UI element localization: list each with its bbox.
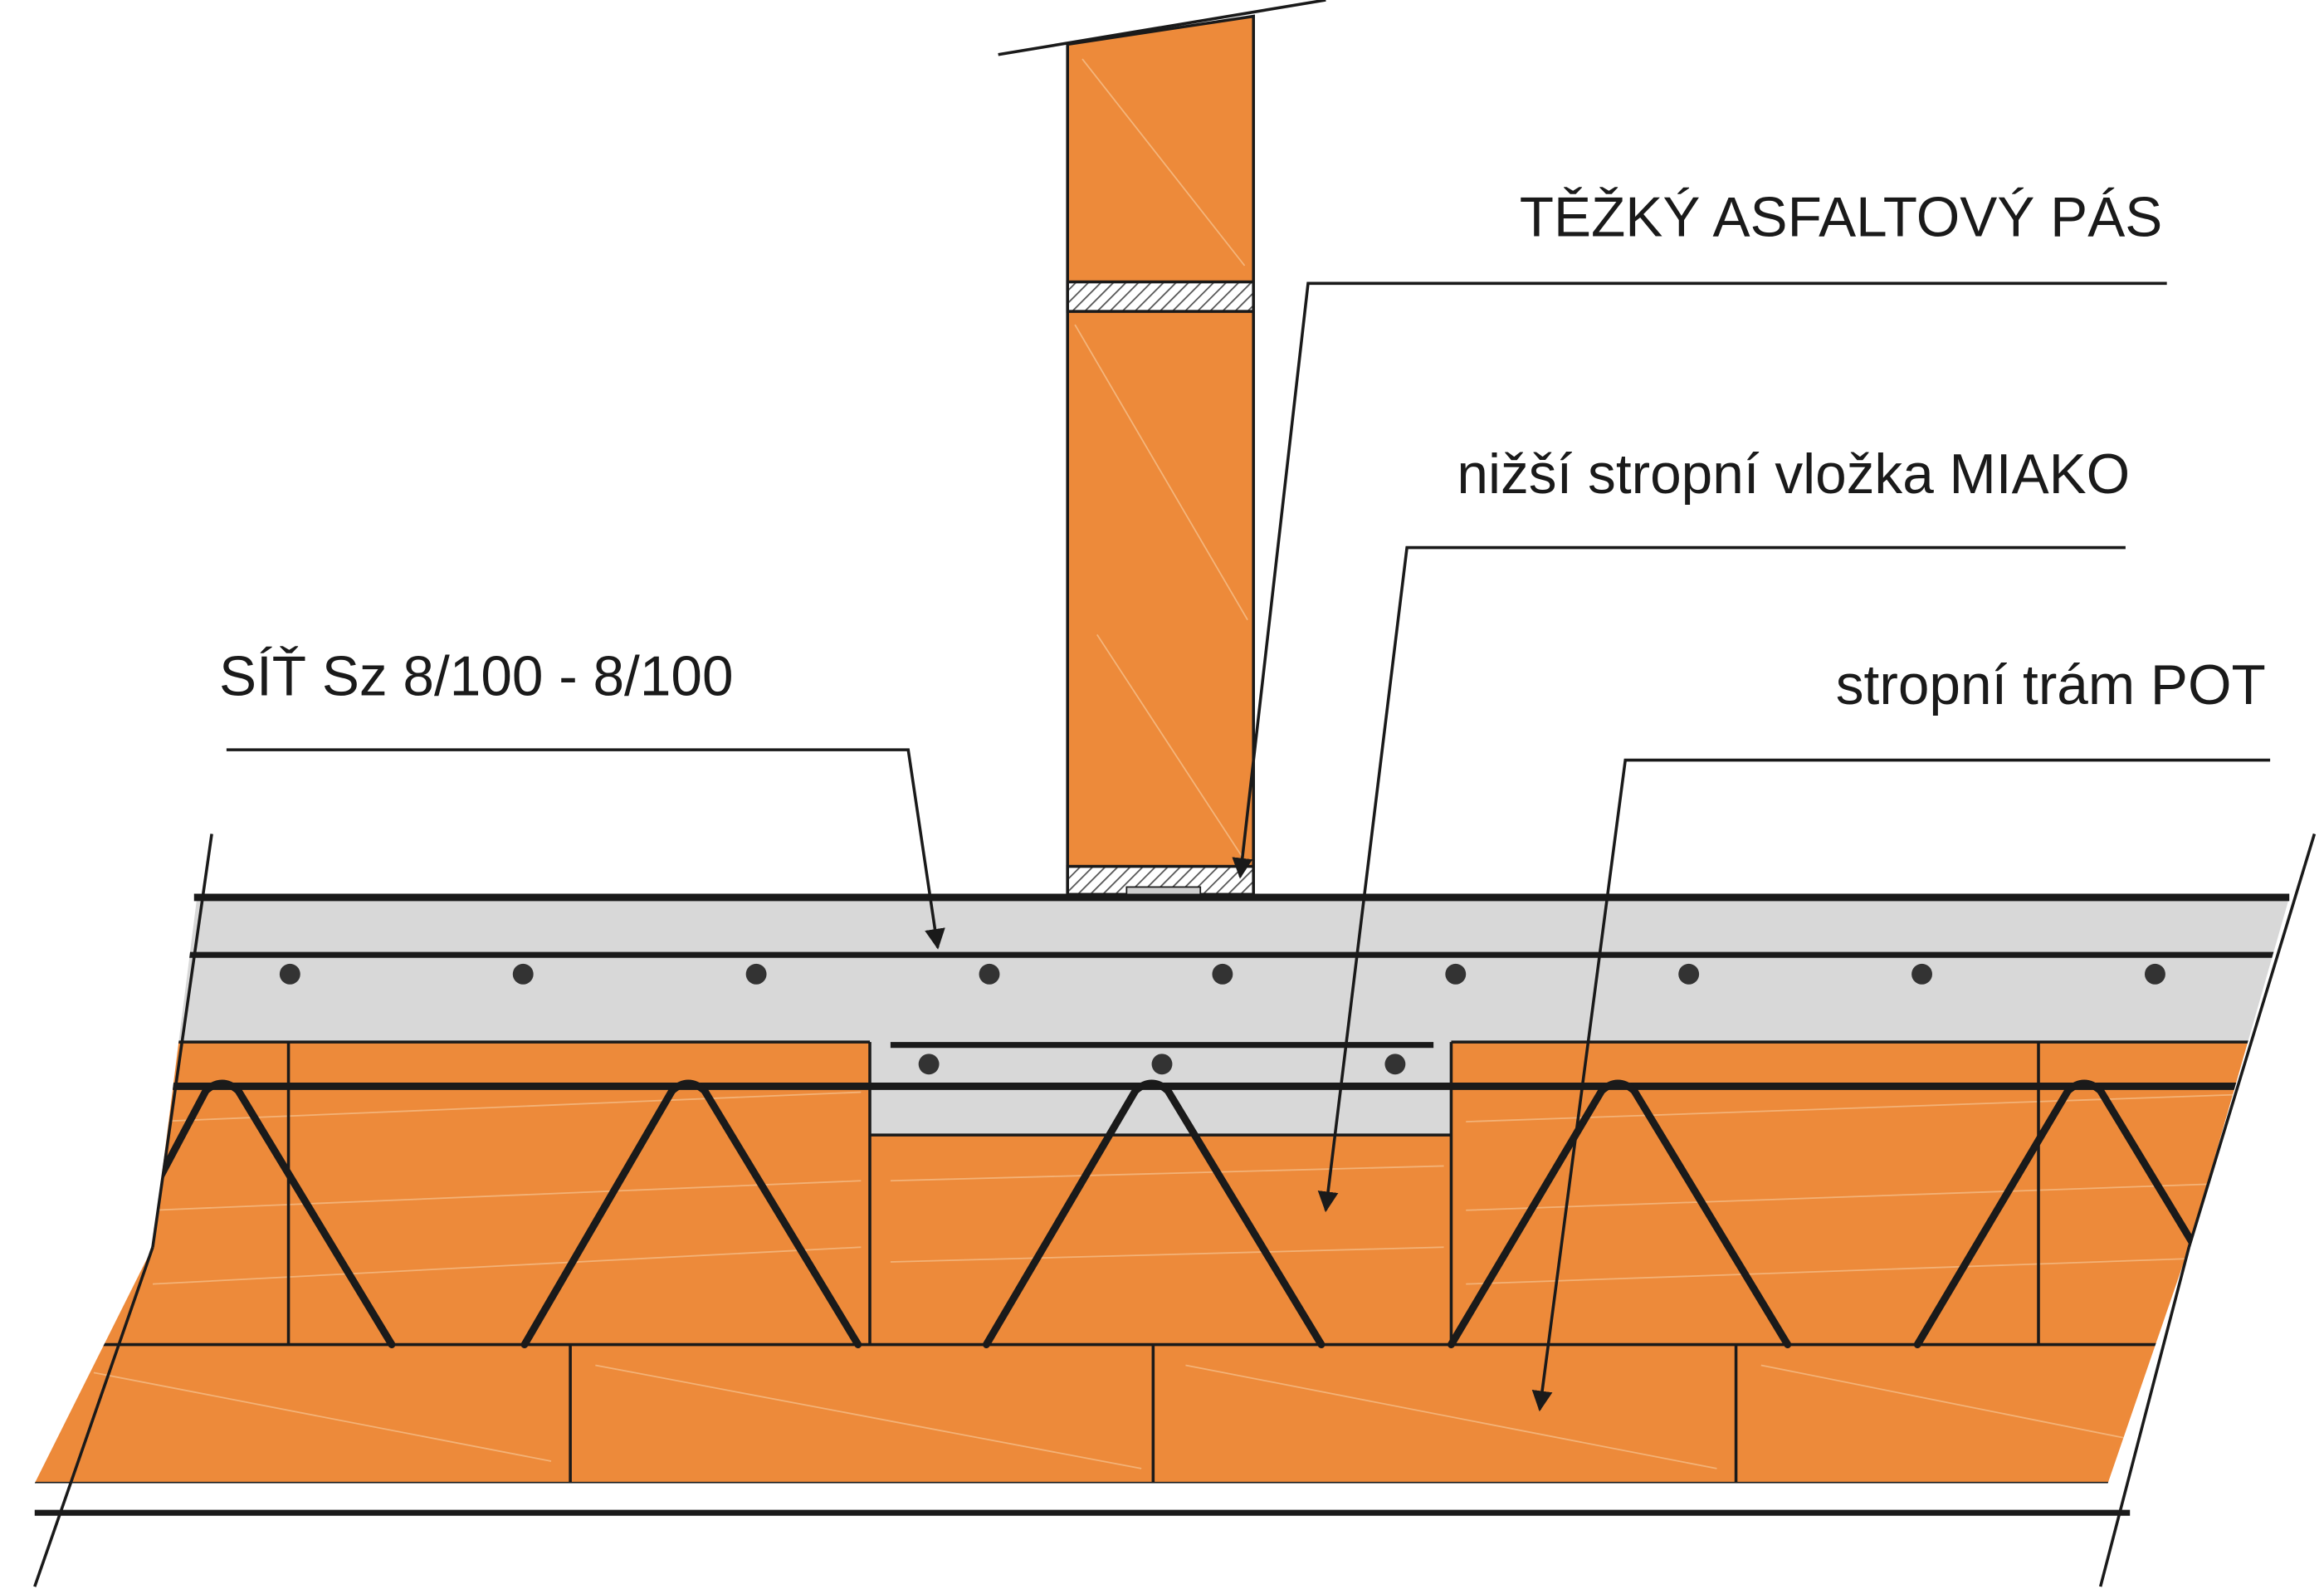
wall-body (1066, 14, 1255, 899)
leader-lower-insert (1317, 545, 2126, 1213)
leader-beam (1531, 758, 2271, 1412)
leader-asphalt-strip (1232, 281, 2167, 879)
miako-insert-right (1451, 1042, 2290, 1345)
wall-texture (1074, 58, 1248, 857)
leader-lines (226, 281, 2271, 1412)
leader-mesh (226, 748, 945, 950)
slab-boundaries (33, 833, 2317, 1587)
slab-body (34, 897, 2290, 1484)
wall-break-line (998, 0, 1326, 56)
beam-truss-lattice (67, 1079, 2258, 1348)
insert-texture (93, 1091, 2290, 1469)
rib-bar-dots (918, 1054, 1406, 1075)
label-asphalt-strip: TĚŽKÝ ASFALTOVÝ PÁS (1520, 186, 2163, 248)
label-mesh: SÍŤ Sz 8/100 - 8/100 (219, 645, 734, 707)
mesh-bar-dots (279, 963, 2165, 985)
label-beam: stropní trám POT (1836, 654, 2266, 716)
concrete-topping (34, 897, 2290, 1045)
miako-insert-lower (870, 1135, 1452, 1345)
wall-bed-joint-hatched (1066, 280, 1255, 313)
pot-beam-row (34, 1344, 2290, 1484)
label-lower-insert: nižší stropní vložka MIAKO (1457, 443, 2130, 506)
brick-wall (998, 0, 1326, 899)
